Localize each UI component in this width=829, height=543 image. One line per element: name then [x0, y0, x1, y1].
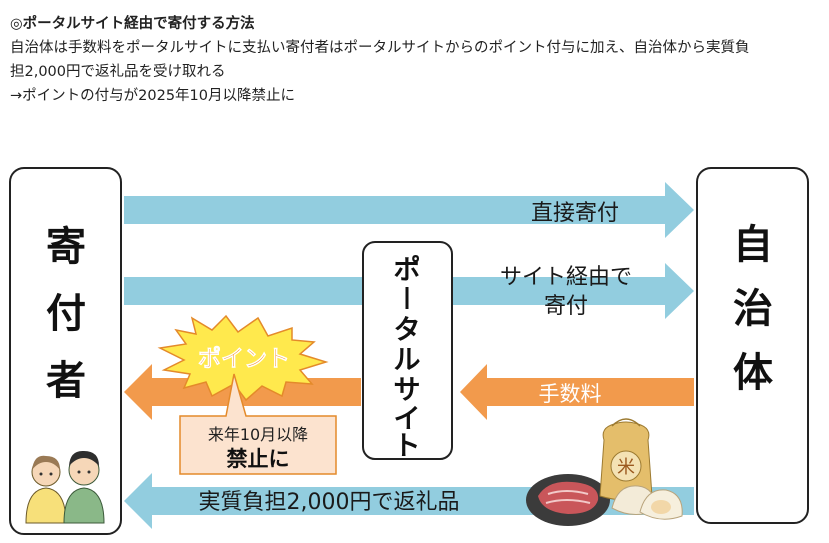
municipality-box: [696, 167, 809, 524]
arrow-via-portal-label-1: サイト経由で: [500, 265, 632, 290]
arrow-return-gift-label: 実質負担2,000円で返礼品: [199, 490, 460, 515]
portal-label-char-3: タ: [394, 315, 421, 346]
donor-label-char-1: 寄: [46, 224, 86, 270]
arrow-fee-label: 手数料: [539, 382, 602, 406]
donor-label-char-2: 付: [46, 291, 86, 337]
people-illustration: [25, 450, 105, 524]
header-title: ◎ポータルサイト経由で寄付する方法: [10, 16, 255, 32]
municipality-label-char-1: 自: [733, 222, 773, 268]
header-line-1: 自治体は手数料をポータルサイトに支払い寄付者はポータルサイトからのポイント付与に…: [10, 40, 750, 56]
return-gift-illustration: 米: [526, 418, 683, 526]
point-burst-label: ポイント: [198, 345, 290, 372]
donor-box: [9, 167, 122, 535]
arrow-via-portal-label-2: 寄付: [544, 294, 588, 319]
header-text: ◎ポータルサイト経由で寄付する方法 自治体は手数料をポータルサイトに支払い寄付者…: [10, 12, 820, 108]
header-line-3: →ポイントの付与が2025年10月以降禁止に: [10, 88, 296, 104]
municipality-label-char-2: 治: [733, 286, 773, 332]
ban-note-callout: [179, 373, 337, 475]
portal-site-box: [362, 241, 453, 460]
portal-label-char-1: ポ: [394, 255, 421, 286]
portal-label-char-4: ル: [394, 345, 421, 376]
donor-label-char-3: 者: [46, 358, 86, 404]
arrow-direct-donation: [124, 182, 694, 238]
header-line-2: 担2,000円で返礼品を受け取れる: [10, 64, 226, 80]
arrow-fee: [460, 364, 694, 420]
arrow-direct-label: 直接寄付: [531, 201, 619, 226]
portal-label-char-7: ト: [394, 431, 421, 462]
portal-label-char-6: イ: [394, 404, 421, 435]
portal-label-char-5: サ: [394, 375, 421, 406]
ban-note-line-2: 禁止に: [227, 447, 290, 471]
ban-note-line-1: 来年10月以降: [208, 425, 308, 444]
rice-bag-glyph: 米: [617, 457, 635, 478]
point-burst-shape: [157, 314, 329, 402]
municipality-label-char-3: 体: [733, 350, 773, 396]
